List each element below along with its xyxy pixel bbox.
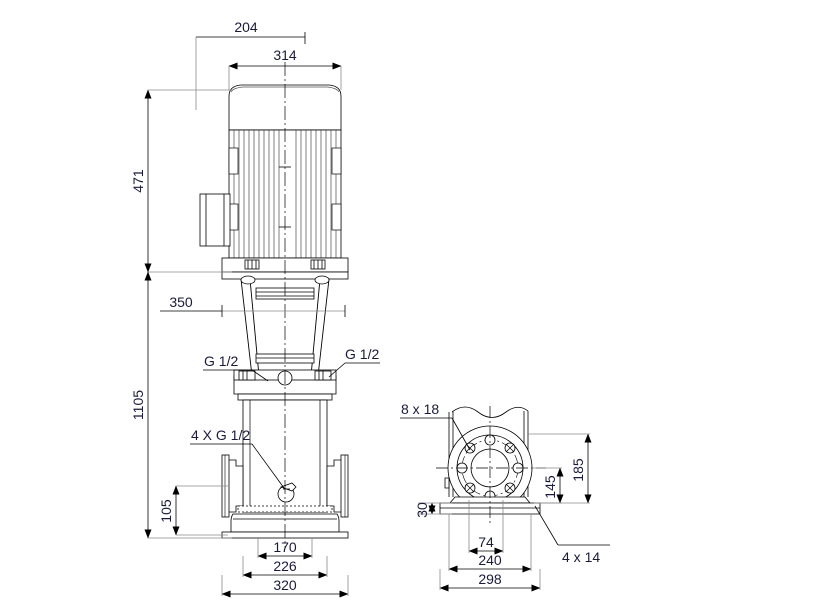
dim-30: 30 xyxy=(414,502,430,518)
head-port-bosses xyxy=(238,370,332,381)
callout-4xg12: 4 X G 1/2 xyxy=(191,427,250,443)
dim-105: 105 xyxy=(158,499,174,523)
dim-350: 350 xyxy=(169,294,193,310)
dim-298: 298 xyxy=(478,571,502,587)
motor-plate-slots xyxy=(228,147,342,231)
dim-226: 226 xyxy=(273,558,297,574)
motor-terminal-box xyxy=(199,193,231,247)
callout-4x14: 4 x 14 xyxy=(562,549,600,565)
centreline-cross-marks xyxy=(279,166,291,228)
dim-204: 204 xyxy=(234,19,258,35)
motor-mount-bolts xyxy=(244,259,326,270)
callout-g12-left: G 1/2 xyxy=(204,353,238,369)
dim-145: 145 xyxy=(542,475,558,499)
motor-cooling-fins xyxy=(233,130,337,258)
side-view xyxy=(436,406,546,524)
leader-lines xyxy=(190,362,610,546)
dim-320: 320 xyxy=(273,577,297,593)
dim-170: 170 xyxy=(273,539,297,555)
guard-bolt-bosses xyxy=(240,275,330,285)
dim-74: 74 xyxy=(478,534,494,550)
dimension-lines xyxy=(144,32,592,598)
dim-240: 240 xyxy=(478,552,502,568)
dim-1105: 1105 xyxy=(130,390,146,420)
callout-g12-right: G 1/2 xyxy=(345,346,379,362)
motor-assembly xyxy=(199,84,349,273)
break-line xyxy=(451,406,529,418)
dim-314: 314 xyxy=(273,47,297,63)
callout-text: G 1/2 G 1/2 4 X G 1/2 8 x 18 4 x 14 xyxy=(191,346,600,565)
dim-185: 185 xyxy=(570,458,586,482)
dimension-text: 204 314 471 1105 350 105 170 226 320 30 … xyxy=(130,19,586,593)
callout-8x18: 8 x 18 xyxy=(401,401,439,417)
drain-plug xyxy=(277,482,297,503)
dim-471: 471 xyxy=(130,169,146,193)
